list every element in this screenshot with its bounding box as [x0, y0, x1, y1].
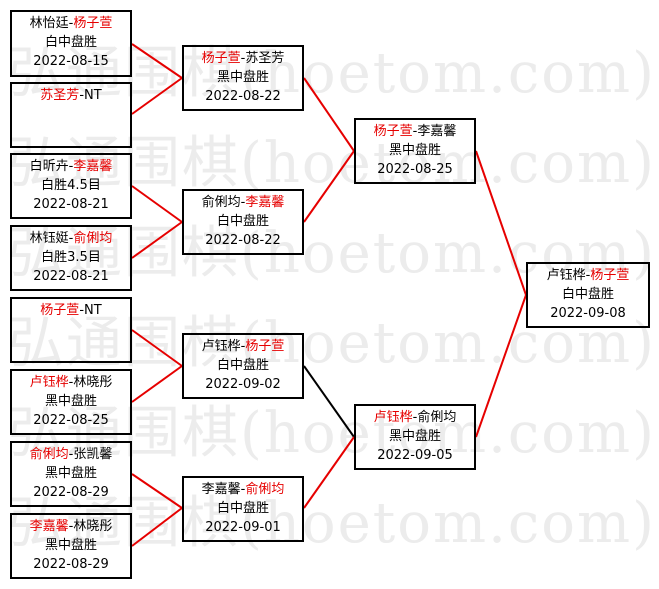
match-result: 黑中盘胜: [44, 394, 97, 409]
player-name: 张凯馨: [73, 447, 113, 462]
match-result: 白中盘胜: [561, 287, 614, 302]
match-date: 2022-09-01: [205, 520, 281, 535]
winner-name: 杨子萱: [201, 51, 241, 66]
connector-line: [131, 43, 183, 79]
connector-line: [131, 221, 183, 259]
connector-line: [131, 77, 183, 115]
match-date: 2022-09-08: [550, 306, 626, 321]
match-box-r2-2[interactable]: 俞俐均-李嘉馨 白中盘胜 2022-08-22: [182, 189, 304, 255]
connector-line: [303, 365, 355, 438]
winner-name: 卢钰桦: [373, 410, 413, 425]
match-box-r1-7[interactable]: 俞俐均-张凯馨 黑中盘胜 2022-08-29: [10, 441, 132, 507]
match-result: 黑中盘胜: [388, 143, 441, 158]
winner-name: 杨子萱: [590, 268, 630, 283]
connector-line: [475, 150, 527, 296]
player-name: 苏圣芳: [245, 51, 285, 66]
winner-name: 李嘉馨: [245, 195, 285, 210]
match-date: 2022-08-29: [33, 485, 109, 500]
match-date: 2022-08-22: [205, 233, 281, 248]
match-box-r1-3[interactable]: 白昕卉-李嘉馨 白胜4.5目 2022-08-21: [10, 153, 132, 219]
match-date: 2022-09-05: [377, 448, 453, 463]
match-box-r1-5[interactable]: 杨子萱-NT: [10, 297, 132, 363]
match-box-r2-1[interactable]: 杨子萱-苏圣芳 黑中盘胜 2022-08-22: [182, 45, 304, 111]
match-result: 黑中盘胜: [44, 466, 97, 481]
match-result: 白中盘胜: [44, 35, 97, 50]
match-date: 2022-09-02: [205, 377, 281, 392]
player-name: 林钰娗: [29, 231, 69, 246]
player-name: 林晓彤: [73, 519, 113, 534]
connector-line: [131, 185, 183, 223]
connector-line: [303, 150, 355, 223]
match-date: 2022-08-21: [33, 269, 109, 284]
match-date: 2022-08-15: [33, 54, 109, 69]
player-name: NT: [84, 303, 102, 318]
connector-line: [131, 329, 183, 367]
match-result: 白中盘胜: [216, 501, 269, 516]
connector-line: [303, 77, 355, 152]
winner-name: 杨子萱: [245, 339, 285, 354]
player-name: NT: [84, 88, 102, 103]
connector-line: [303, 436, 355, 509]
connector-line: [475, 294, 527, 438]
match-box-r3-1[interactable]: 杨子萱-李嘉馨 黑中盘胜 2022-08-25: [354, 118, 476, 184]
match-box-r1-6[interactable]: 卢钰桦-林晓彤 黑中盘胜 2022-08-25: [10, 369, 132, 435]
winner-name: 杨子萱: [73, 16, 113, 31]
match-date: 2022-08-25: [377, 162, 453, 177]
match-box-r2-4[interactable]: 李嘉馨-俞俐均 白中盘胜 2022-09-01: [182, 476, 304, 542]
player-name: 李嘉馨: [417, 124, 457, 139]
player-name: 白昕卉: [29, 159, 69, 174]
match-box-r1-8[interactable]: 李嘉馨-林晓彤 黑中盘胜 2022-08-29: [10, 513, 132, 579]
player-name: 林晓彤: [73, 375, 113, 390]
player-name: 俞俐均: [417, 410, 457, 425]
player-name: 俞俐均: [201, 195, 241, 210]
match-date: 2022-08-22: [205, 89, 281, 104]
match-result: 白中盘胜: [216, 358, 269, 373]
winner-name: 俞俐均: [73, 231, 113, 246]
player-name: 林怡廷: [29, 16, 69, 31]
winner-name: 俞俐均: [245, 482, 285, 497]
match-box-r1-4[interactable]: 林钰娗-俞俐均 白胜3.5目 2022-08-21: [10, 225, 132, 291]
match-result: 白中盘胜: [216, 214, 269, 229]
player-name: 李嘉馨: [201, 482, 241, 497]
match-box-r1-2[interactable]: 苏圣芳-NT: [10, 82, 132, 148]
winner-name: 李嘉馨: [29, 519, 69, 534]
winner-name: 苏圣芳: [40, 88, 80, 103]
match-box-r2-3[interactable]: 卢钰桦-杨子萱 白中盘胜 2022-09-02: [182, 333, 304, 399]
match-result: 黑中盘胜: [388, 429, 441, 444]
match-result: 黑中盘胜: [216, 70, 269, 85]
winner-name: 李嘉馨: [73, 159, 113, 174]
winner-name: 杨子萱: [40, 303, 80, 318]
connector-line: [131, 507, 183, 547]
player-name: 卢钰桦: [201, 339, 241, 354]
winner-name: 卢钰桦: [29, 375, 69, 390]
match-date: 2022-08-25: [33, 413, 109, 428]
match-box-r1-1[interactable]: 林怡廷-杨子萱 白中盘胜 2022-08-15: [10, 10, 132, 77]
match-result: 白胜3.5目: [41, 250, 101, 265]
match-date: 2022-08-29: [33, 557, 109, 572]
player-name: 卢钰桦: [546, 268, 586, 283]
match-box-r3-2[interactable]: 卢钰桦-俞俐均 黑中盘胜 2022-09-05: [354, 404, 476, 470]
match-date: 2022-08-21: [33, 197, 109, 212]
winner-name: 杨子萱: [373, 124, 413, 139]
match-result: 黑中盘胜: [44, 538, 97, 553]
winner-name: 俞俐均: [29, 447, 69, 462]
connector-line: [131, 365, 183, 403]
match-result: 白胜4.5目: [41, 178, 101, 193]
match-box-final[interactable]: 卢钰桦-杨子萱 白中盘胜 2022-09-08: [526, 262, 650, 328]
connector-line: [131, 473, 183, 509]
